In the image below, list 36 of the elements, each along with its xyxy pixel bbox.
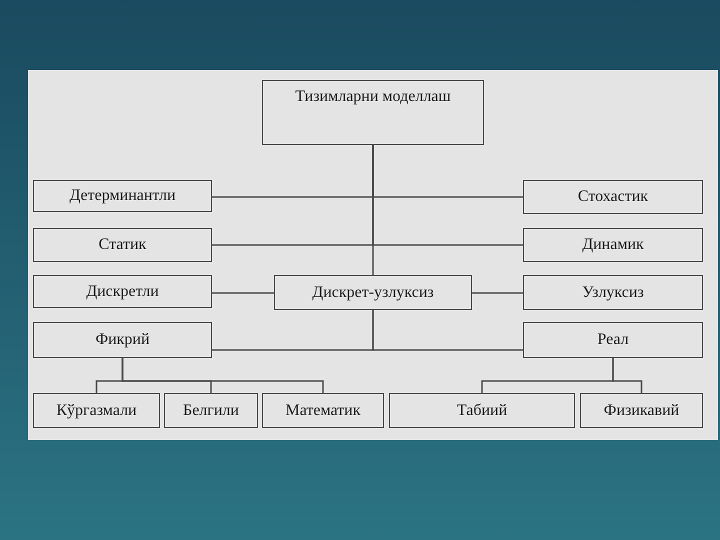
category-label: Белгили <box>183 400 239 420</box>
category-label: Физикавий <box>604 400 680 420</box>
category-box <box>33 393 160 428</box>
connector-line <box>472 292 523 294</box>
category-label: Дискретли <box>86 282 159 302</box>
category-box <box>33 228 212 262</box>
category-box <box>274 275 472 310</box>
category-box <box>262 393 384 428</box>
connector-line <box>372 310 523 351</box>
connector-line <box>122 358 324 393</box>
category-box <box>164 393 258 428</box>
category-box <box>33 275 212 308</box>
category-box <box>523 322 703 358</box>
category-label: Реал <box>597 330 629 350</box>
category-label: Стохастик <box>578 187 648 207</box>
category-label: Статик <box>98 235 146 255</box>
category-label: Математик <box>285 400 361 420</box>
category-label: Фикрий <box>95 330 150 350</box>
category-box <box>523 275 703 310</box>
category-box <box>523 180 703 214</box>
connector-line <box>372 145 374 275</box>
category-box <box>523 228 703 262</box>
category-label: Узлуксиз <box>582 282 644 302</box>
category-box <box>262 80 484 145</box>
category-label: Кўргазмали <box>56 400 137 420</box>
category-label: Динамик <box>582 235 644 255</box>
category-box <box>389 393 575 428</box>
category-label: Детерминантли <box>69 186 176 206</box>
category-box <box>580 393 703 428</box>
category-box <box>33 322 212 358</box>
category-label: Дискрет-узлуксиз <box>312 282 434 302</box>
category-label: Тизимларни моделлаш <box>295 87 451 107</box>
connector-line <box>612 358 642 393</box>
category-label: Табиий <box>456 400 508 420</box>
connector-line <box>212 292 274 294</box>
category-box <box>33 180 212 212</box>
